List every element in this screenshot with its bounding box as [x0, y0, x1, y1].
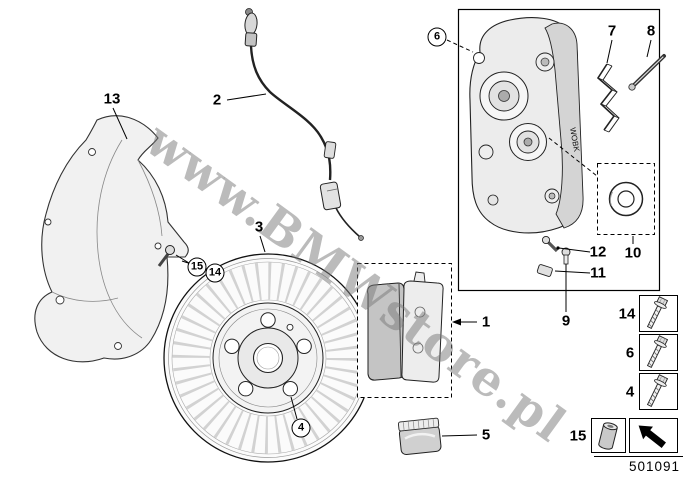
legend-label-15: 15: [569, 427, 587, 445]
callout-10: 10: [624, 244, 642, 262]
legend-bushing-icon: [598, 422, 618, 450]
retaining-pin-drawing: [628, 54, 666, 91]
callout-15: 15: [187, 257, 207, 277]
callout-9: 9: [561, 312, 571, 330]
caliper-drawing: WOBK: [469, 17, 584, 234]
callout-6: 6: [427, 27, 447, 47]
callout-5: 5: [481, 426, 491, 444]
legend-label-14: 14: [618, 305, 636, 323]
seal-drawing: [608, 181, 644, 217]
guide-bolt-drawing: [561, 247, 571, 265]
legend-label-4: 4: [625, 383, 635, 401]
callout-2: 2: [212, 91, 222, 109]
grease-packet-drawing: [397, 417, 442, 456]
callout-3: 3: [254, 218, 264, 236]
callout-13: 13: [103, 90, 121, 108]
brake-disc-drawing: [163, 253, 373, 463]
dust-shield-drawing: [34, 115, 189, 363]
callout-4: 4: [291, 418, 311, 438]
brake-pads-drawing: [367, 271, 444, 383]
callout-14: 14: [205, 263, 225, 283]
direction-arrow-icon: [638, 425, 666, 448]
callout-8: 8: [646, 22, 656, 40]
sensor-wire-drawing: [244, 8, 364, 241]
bleeder-screw-drawing: [541, 235, 559, 253]
callout-11: 11: [590, 264, 606, 282]
doc-number: 501091: [628, 459, 680, 474]
bleeder-cap-drawing: [536, 264, 553, 277]
callout-1: 1: [481, 313, 491, 331]
callout-7: 7: [607, 22, 617, 40]
leader-lines: [112, 39, 652, 437]
callout-12: 12: [589, 243, 607, 261]
caliper-marking: WOBK: [568, 127, 581, 153]
retaining-spring-drawing: [596, 63, 620, 133]
legend-label-6: 6: [625, 344, 635, 362]
